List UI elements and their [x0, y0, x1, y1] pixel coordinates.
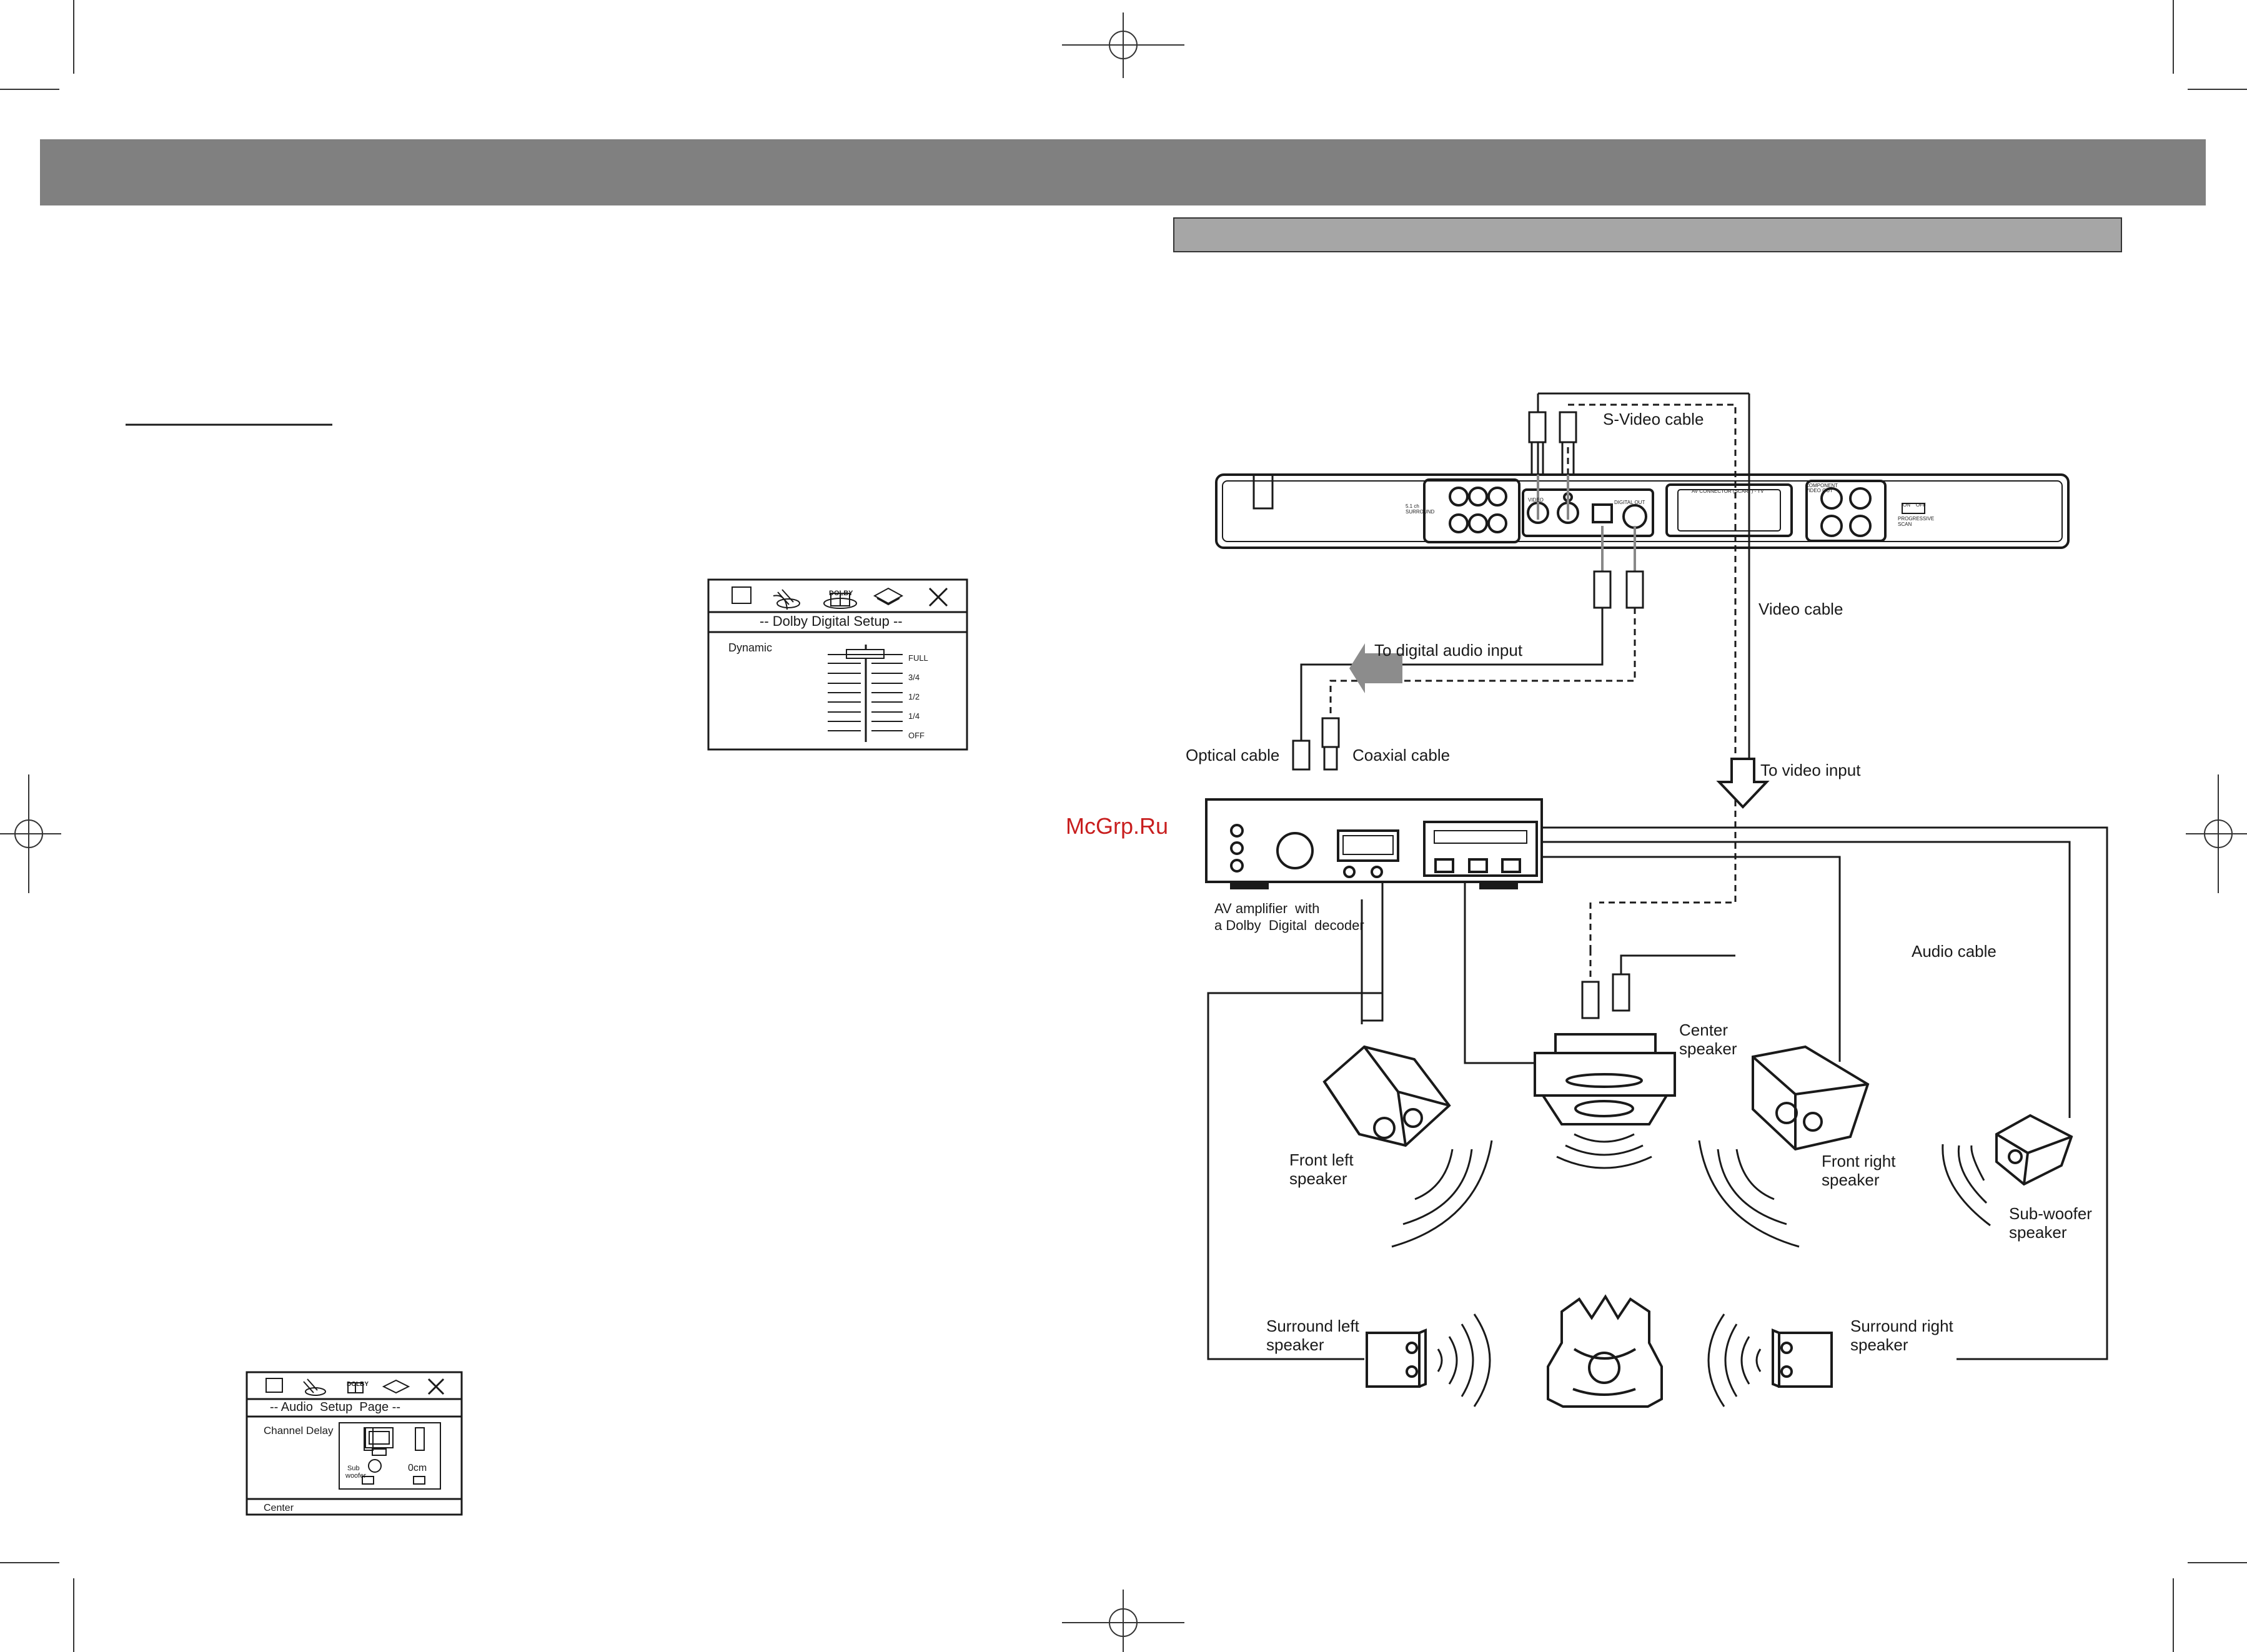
surround-left-label-2: speaker [1266, 1335, 1324, 1354]
video-input-label: To video input [1760, 761, 1861, 779]
s-video-cable-label: S-Video cable [1603, 410, 1704, 428]
scale-1-4: 1/4 [908, 711, 920, 721]
center-speaker-label-2: speaker [1679, 1039, 1737, 1058]
header-bar [40, 139, 2206, 205]
subwoofer-label-2: speaker [2009, 1223, 2067, 1242]
video-input-arrow [1716, 758, 1770, 809]
front-left-speaker [1322, 1045, 1493, 1248]
amplifier-label-1: AV amplifier with [1214, 901, 1320, 916]
watermark: McGrp.Ru [1066, 813, 1169, 839]
front-right-label-1: Front right [1822, 1152, 1896, 1170]
surround-right-label-1: Surround right [1850, 1317, 1953, 1335]
panel-digital-out: DIGITAL OUT [1614, 500, 1645, 505]
coaxial-cable-label: Coaxial cable [1352, 746, 1451, 764]
dvd-player-rear-panel [1215, 473, 2070, 549]
center-speaker [1534, 1033, 1676, 1169]
speaker-icon [773, 589, 800, 610]
dolby-icon-caption: DOLBY [829, 590, 853, 597]
front-left-label-1: Front left [1289, 1150, 1354, 1169]
dolby-icon [823, 593, 857, 609]
front-right-label-2: speaker [1822, 1170, 1880, 1189]
audio-setup-screen [246, 1371, 463, 1516]
center-speaker-label-1: Center [1679, 1021, 1729, 1039]
disc-icon [873, 587, 904, 606]
digital-arrow [1349, 643, 1402, 693]
audio-screen-title: -- Audio Setup Page -- [270, 1400, 401, 1414]
speaker-layout-icon [339, 1422, 441, 1490]
surround-right-speaker [1707, 1313, 1833, 1407]
panel-switch: ON OFF [1903, 502, 1926, 508]
digital-audio-plugs [1292, 526, 1644, 771]
av-amplifier [1205, 798, 1543, 889]
surround-left-label-1: Surround left [1266, 1317, 1359, 1335]
subwoofer-speaker [1942, 1114, 2073, 1227]
dolby-setup-screen [707, 578, 968, 751]
panel-component: COMPONENT VIDEO OUT [1805, 483, 1838, 493]
dynamic-slider [828, 645, 903, 742]
amplifier-label-2: a Dolby Digital decoder [1214, 918, 1364, 933]
woofer-label: woofer [345, 1472, 367, 1480]
listener-icon [1547, 1294, 1663, 1408]
close-icon [427, 1378, 445, 1395]
front-right-speaker [1698, 1045, 1870, 1248]
dolby-dynamic-label: Dynamic [728, 641, 773, 654]
speaker-icon [303, 1378, 326, 1396]
video-plugs-top [1528, 392, 1750, 904]
scale-3-4: 3/4 [908, 673, 920, 682]
page-icon [732, 586, 751, 604]
section-title-bar [1173, 217, 2122, 252]
center-plugs [1581, 903, 1735, 1019]
audio-footer: Center [264, 1503, 294, 1513]
optical-cable-label: Optical cable [1186, 746, 1280, 764]
audio-cable-label: Audio cable [1912, 942, 1997, 961]
audio-dolby-icon-caption: DOLBY [347, 1381, 369, 1388]
video-cable-label: Video cable [1758, 600, 1843, 618]
dolby-icon [347, 1382, 364, 1393]
delay-value: 0cm [408, 1463, 427, 1473]
panel-progressive: PROGRESSIVE SCAN [1898, 516, 1935, 527]
panel-surround: 5.1 ch SURROUND [1406, 503, 1435, 515]
surround-left-speaker [1366, 1313, 1491, 1407]
scale-full: FULL [908, 653, 928, 663]
panel-video: VIDEO [1528, 497, 1544, 503]
scale-1-2: 1/2 [908, 692, 920, 701]
sub-label: Sub [347, 1465, 360, 1472]
close-icon [928, 587, 948, 607]
page-icon [265, 1378, 283, 1393]
scale-off: OFF [908, 731, 925, 740]
surround-right-label-2: speaker [1850, 1335, 1908, 1354]
dolby-screen-title: -- Dolby Digital Setup -- [760, 613, 903, 629]
channel-delay-label: Channel Delay [264, 1425, 334, 1437]
front-left-label-2: speaker [1289, 1169, 1347, 1188]
subwoofer-label-1: Sub-woofer [2009, 1204, 2092, 1223]
disc-icon [382, 1379, 410, 1394]
panel-av-connector: AV CONNECTOR (SCART) - TV [1692, 488, 1764, 494]
digital-audio-input-label: To digital audio input [1374, 641, 1523, 660]
audio-cables [1207, 826, 2108, 1360]
